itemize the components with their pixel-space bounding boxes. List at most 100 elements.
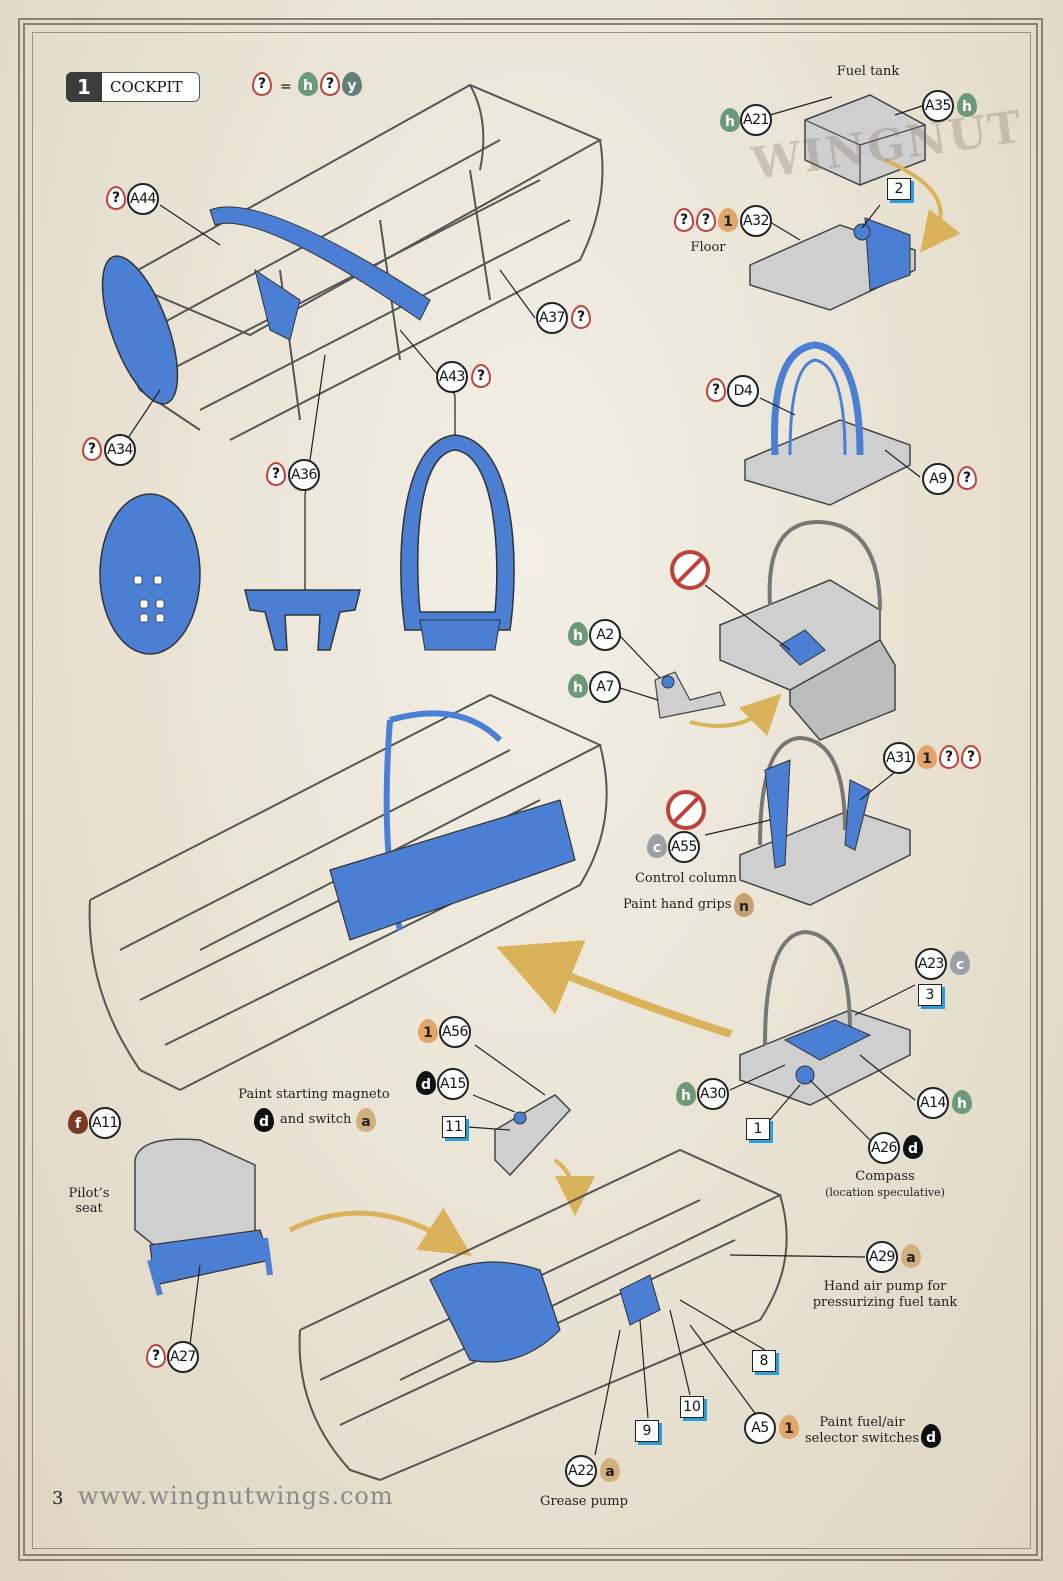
bulkhead-a34-part <box>99 493 201 655</box>
step-callout-10: 10 <box>680 1396 704 1418</box>
legend-unknown-drop: ? <box>252 72 272 96</box>
compass-note: (location speculative) <box>825 1186 945 1199</box>
a9-paint-drop: ? <box>957 466 977 490</box>
part-a30-badge: A30 <box>697 1078 729 1110</box>
fuel-tank-label: Fuel tank <box>836 64 900 79</box>
a31-paint-drop-3: ? <box>961 745 981 769</box>
a31-paint-drop-2: ? <box>939 745 959 769</box>
step-callout-9: 9 <box>635 1420 659 1442</box>
part-a43-badge: A43 <box>436 361 468 393</box>
a32-paint-drop-2: ? <box>696 208 716 232</box>
a2-paint-drop: h <box>568 622 588 646</box>
a7-paint-drop: h <box>568 674 588 698</box>
seat-mount-a36-part <box>244 589 361 651</box>
fuel-switch-paint-drop: d <box>921 1424 941 1448</box>
compass-label: Compass <box>855 1169 915 1184</box>
part-a37-badge: A37 <box>536 302 568 334</box>
a32-paint-drop-1: ? <box>674 208 694 232</box>
a55-paint-drop: c <box>647 834 667 858</box>
control-column-label: Control column <box>634 871 738 886</box>
a15-paint-drop: d <box>416 1071 436 1095</box>
a35-paint-drop: h <box>957 93 977 117</box>
paint-fuel-label-1: Paint fuel/air <box>819 1415 905 1430</box>
a31-a55-assembly <box>666 735 911 906</box>
floor-d4-assembly <box>744 341 921 506</box>
part-a5-badge: A5 <box>744 1412 776 1444</box>
step-callout-2: 2 <box>887 178 911 200</box>
step-number: 1 <box>66 72 102 102</box>
part-a22-badge: A22 <box>565 1455 597 1487</box>
part-a55-badge: A55 <box>668 831 700 863</box>
a31-paint-drop-1: 1 <box>917 745 937 769</box>
grease-pump-label: Grease pump <box>540 1494 628 1509</box>
a44-paint-drop: ? <box>106 186 126 210</box>
part-a11-badge: A11 <box>89 1107 121 1139</box>
part-a2-badge: A2 <box>589 619 621 651</box>
cross-member-a43-blue <box>209 206 431 321</box>
part-a35-badge: A35 <box>922 90 954 122</box>
fuel-tank-floor-assembly <box>749 94 961 311</box>
floor-blue-middle <box>329 799 576 941</box>
a22-paint-drop: a <box>600 1458 620 1482</box>
a5-paint-drop: 1 <box>779 1415 799 1439</box>
step-callout-11: 11 <box>442 1116 466 1138</box>
page-border-inner <box>32 32 1031 1549</box>
part-a34-badge: A34 <box>104 434 136 466</box>
frame-a43-part <box>400 434 515 631</box>
switch-paint-drop: a <box>356 1108 376 1132</box>
page-number: 3 <box>52 1488 64 1509</box>
part-a56-badge: A56 <box>439 1016 471 1048</box>
part-a15-badge: A15 <box>437 1068 469 1100</box>
pilots-seat-label-2: seat <box>75 1201 103 1216</box>
control-column-assembly <box>619 519 896 741</box>
part-a27-badge: A27 <box>167 1341 199 1373</box>
a29-paint-drop: a <box>901 1244 921 1268</box>
paint-fuel-label-2: selector switches <box>804 1431 920 1446</box>
part-a29-badge: A29 <box>866 1241 898 1273</box>
part-d4-badge: D4 <box>727 375 759 407</box>
a14-paint-drop: h <box>952 1090 972 1114</box>
and-switch-label: and switch <box>280 1112 352 1127</box>
bulkhead-a44-blue <box>101 255 179 405</box>
legend-q-drop: ? <box>320 72 340 96</box>
a56-paint-drop: 1 <box>418 1019 438 1043</box>
a21-paint-drop: h <box>720 108 740 132</box>
a23-paint-drop: c <box>950 951 970 975</box>
legend-h-drop: h <box>298 72 318 96</box>
a32-paint-drop-3: 1 <box>718 208 738 232</box>
legend-y-drop: y <box>342 72 362 96</box>
floor-label: Floor <box>690 240 726 255</box>
hand-air-pump-label-1: Hand air pump for <box>823 1279 947 1294</box>
step-callout-8: 8 <box>752 1350 776 1372</box>
d4-paint-drop: ? <box>706 378 726 402</box>
a23-a30-assembly <box>729 929 916 1141</box>
paint-hand-grips-label: Paint hand grips <box>623 897 732 912</box>
legend-equals: = <box>280 79 292 95</box>
part-a26-badge: A26 <box>868 1132 900 1164</box>
step-title: COCKPIT <box>110 78 183 96</box>
a37-paint-drop: ? <box>571 305 591 329</box>
hand-grips-paint-drop: n <box>734 893 754 917</box>
part-a7-badge: A7 <box>589 671 621 703</box>
footer-url[interactable]: www.wingnutwings.com <box>78 1482 394 1510</box>
magneto-paint-drop: d <box>254 1108 274 1132</box>
part-a23-badge: A23 <box>915 948 947 980</box>
part-a14-badge: A14 <box>917 1087 949 1119</box>
a43-paint-drop: ? <box>471 364 491 388</box>
part-a31-badge: A31 <box>883 742 915 774</box>
big-assembly-arrow <box>496 940 733 1038</box>
a26-paint-drop: d <box>903 1135 923 1159</box>
part-a44-badge: A44 <box>127 183 159 215</box>
part-a32-badge: A32 <box>740 205 772 237</box>
step-callout-3: 3 <box>918 984 942 1006</box>
magneto-a56 <box>494 1094 572 1177</box>
seat-installed-blue <box>429 1261 561 1363</box>
part-a21-badge: A21 <box>740 104 772 136</box>
paint-magneto-label: Paint starting magneto <box>238 1087 390 1102</box>
hand-air-pump-label-2: pressurizing fuel tank <box>812 1295 958 1310</box>
a11-paint-drop: f <box>68 1110 88 1134</box>
step-callout-1: 1 <box>746 1118 770 1140</box>
a36-paint-drop: ? <box>266 462 286 486</box>
page-border-outer <box>18 18 1043 1561</box>
